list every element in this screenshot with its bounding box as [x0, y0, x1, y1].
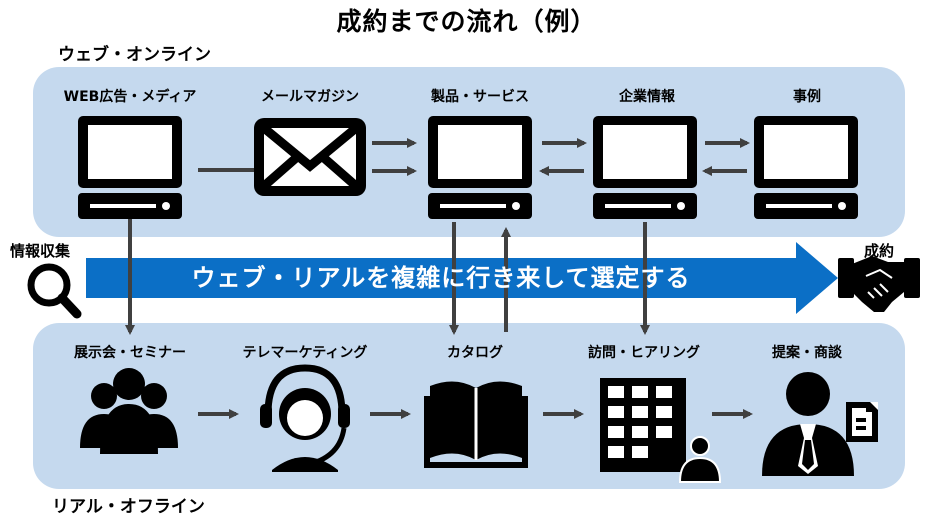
band-start-label: 情報収集	[10, 242, 71, 260]
arrow-mail-to-product	[372, 138, 417, 176]
step-label-product-service: 製品・サービス	[431, 89, 529, 105]
step-label-exhibition: 展示会・セミナー	[74, 345, 186, 361]
band-end-label: 成約	[864, 242, 895, 260]
step-label-catalog: カタログ	[447, 345, 503, 361]
step-label-company-info: 企業情報	[619, 89, 675, 105]
step-label-visit-hearing: 訪問・ヒアリング	[588, 345, 700, 361]
step-label-telemarketing: テレマーケティング	[242, 345, 368, 361]
open-book-icon	[424, 381, 528, 468]
section-label-online: ウェブ・オンライン	[58, 45, 211, 65]
arrow-company-case	[702, 138, 750, 176]
section-label-offline: リアル・オフライン	[52, 497, 205, 517]
step-label-mail-magazine: メールマガジン	[261, 89, 359, 105]
computer-monitor-icon	[428, 116, 532, 219]
band-arrow	[86, 242, 838, 314]
magnifier-icon	[27, 263, 82, 319]
people-group-icon	[80, 368, 178, 454]
step-label-web-ad: WEB広告・メディア	[63, 89, 197, 105]
businessman-document-icon	[762, 372, 878, 476]
diagram-title: 成約までの流れ（例）	[336, 7, 597, 36]
handshake-icon	[838, 256, 920, 312]
vertical-arrows	[125, 218, 650, 335]
computer-monitor-icon	[754, 116, 858, 219]
band-text: ウェブ・リアルを複雑に行き来して選定する	[191, 264, 691, 292]
step-label-case-study: 事例	[793, 89, 821, 105]
arrow-product-company	[539, 138, 587, 176]
computer-monitor-icon	[593, 116, 697, 219]
office-building-icon	[600, 378, 722, 483]
step-label-proposal: 提案・商談	[772, 345, 842, 361]
envelope-icon	[254, 118, 366, 196]
computer-monitor-icon	[78, 116, 182, 219]
headset-operator-icon	[260, 364, 350, 472]
